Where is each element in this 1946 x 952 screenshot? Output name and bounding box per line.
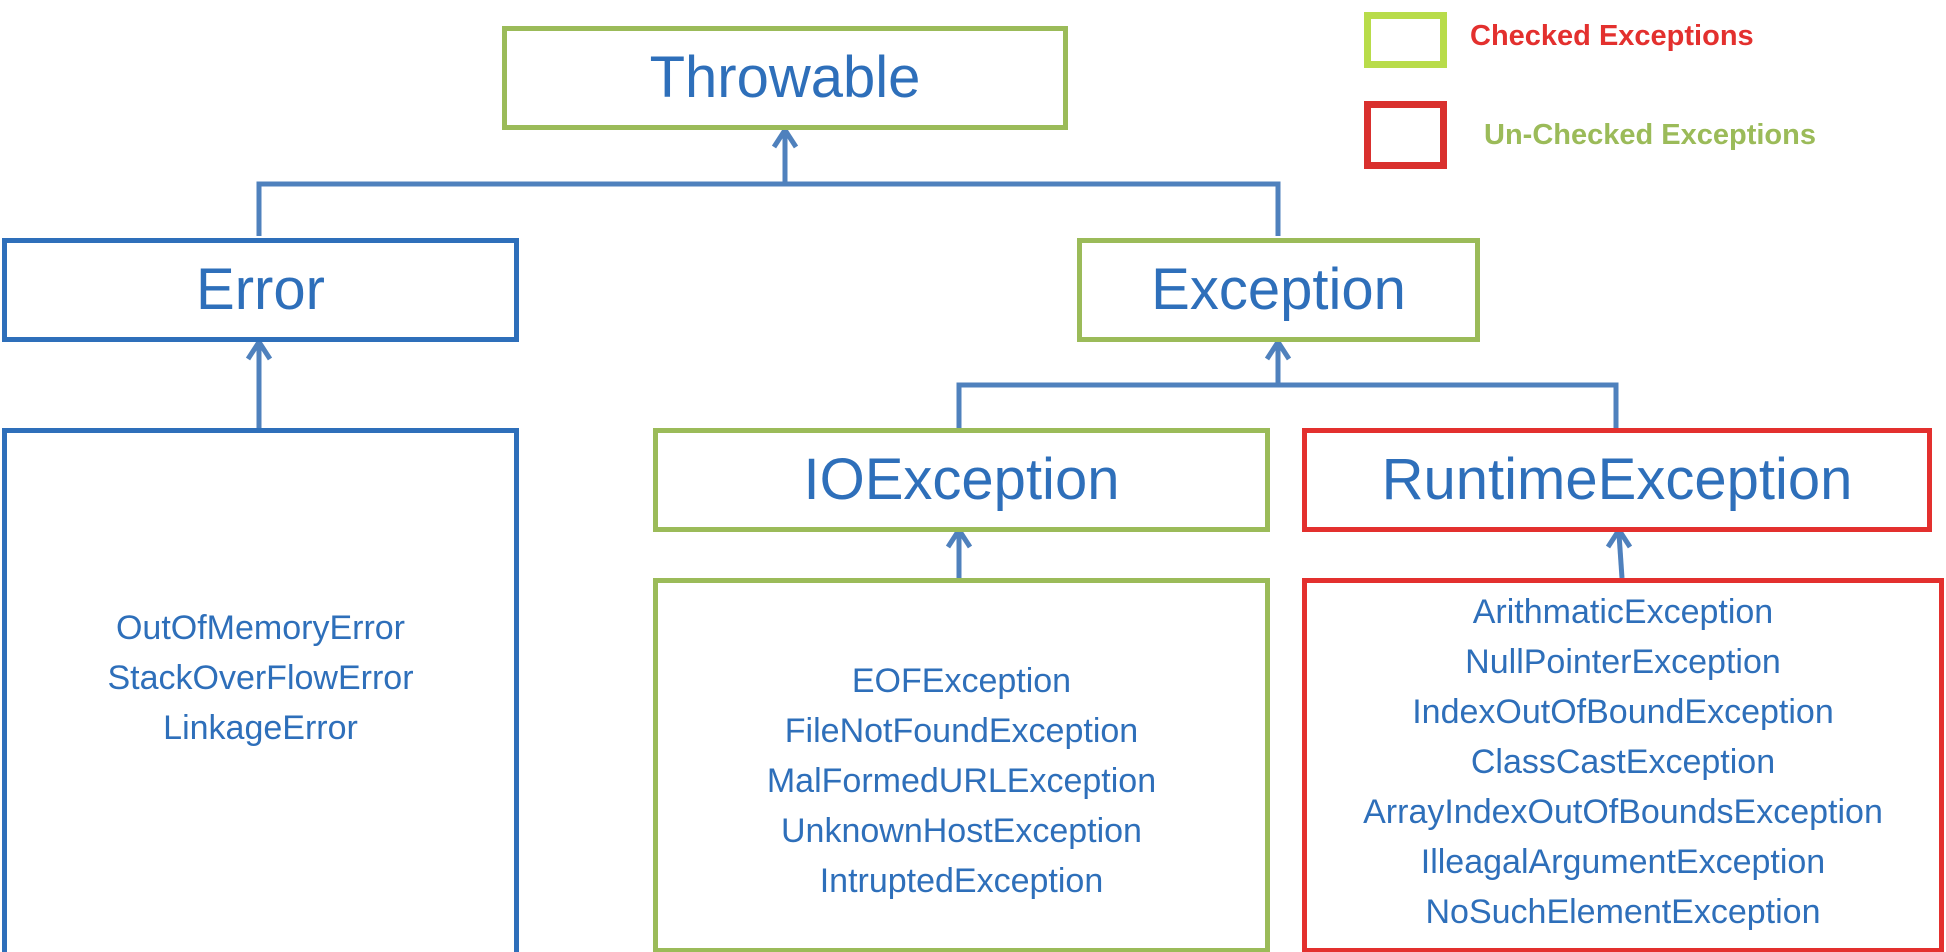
runtimeexception-node: RuntimeException (1302, 428, 1932, 532)
error-list-item: LinkageError (163, 708, 358, 747)
ioexception-label: IOException (803, 447, 1120, 512)
legend-unchecked-swatch (1364, 101, 1447, 169)
ioexception-list-item: UnknownHostException (781, 811, 1142, 850)
arrowhead-exception (1264, 337, 1292, 361)
connector-throwable-children (256, 181, 1281, 236)
error-list-item: StackOverFlowError (107, 658, 414, 697)
legend-checked-swatch (1364, 12, 1447, 68)
error-node: Error (2, 238, 519, 342)
ioexception-list-item: IntruptedException (819, 861, 1104, 900)
error-list-item: OutOfMemoryError (115, 608, 406, 647)
exception-label: Exception (1151, 257, 1406, 322)
runtimeexception-list-item: ArrayIndexOutOfBoundsException (1363, 793, 1883, 831)
legend-unchecked-label: Un-Checked Exceptions (1484, 119, 1816, 151)
runtimeexception-list-item: IlleagalArgumentException (1420, 843, 1826, 881)
runtimeexception-list-item: ArithmaticException (1472, 593, 1774, 631)
ioexception-list-item: EOFException (851, 661, 1072, 700)
runtimeexception-list-item: NullPointerException (1465, 643, 1781, 681)
ioexception-node: IOException (653, 428, 1270, 532)
arrow-to-runtimeexception (1616, 533, 1625, 579)
connector-exception-children (956, 382, 1619, 428)
exception-node: Exception (1077, 238, 1480, 342)
ioexception-list-item: MalFormedURLException (766, 761, 1157, 800)
runtimeexception-list-item: ClassCastException (1470, 743, 1776, 781)
throwable-label: Throwable (649, 45, 921, 110)
arrowhead-error (245, 337, 273, 361)
throwable-node: Throwable (502, 26, 1068, 130)
runtimeexception-list-item: NoSuchElementException (1425, 893, 1821, 931)
ioexception-list-item: FileNotFoundException (784, 711, 1139, 750)
arrowhead-throwable (771, 125, 799, 149)
runtimeexception-label: RuntimeException (1381, 447, 1853, 512)
error-label: Error (196, 257, 325, 322)
legend-checked-label: Checked Exceptions (1470, 20, 1754, 52)
runtimeexception-list-item: IndexOutOfBoundException (1412, 693, 1834, 731)
